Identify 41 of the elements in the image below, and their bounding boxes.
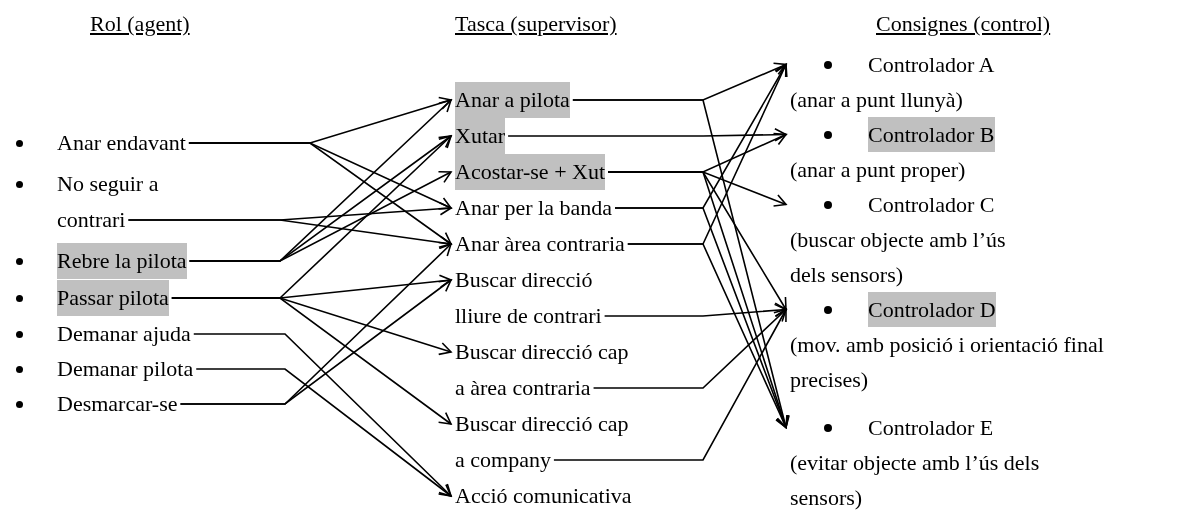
arrow xyxy=(627,243,788,429)
task-item: Anar àrea contraria xyxy=(455,226,625,262)
controller-name: Controlador A xyxy=(868,51,995,79)
controller-name: Controlador E xyxy=(868,414,994,442)
role-item: Demanar ajuda xyxy=(57,316,191,352)
task-item: Buscar direcció cap a company xyxy=(455,406,635,478)
controller-description: (anar a punt llunyà) xyxy=(790,86,964,114)
task-item: Anar a pilota xyxy=(455,82,570,118)
task-item: Acció comunicativa xyxy=(455,478,632,514)
arrow xyxy=(507,127,787,142)
task-item: Acostar-se + Xut xyxy=(455,154,606,190)
column-heading: Rol (agent) xyxy=(90,10,190,38)
role-item: Demanar pilota xyxy=(57,351,194,387)
arrow xyxy=(188,142,452,245)
arrow xyxy=(171,297,452,425)
controller-name: Controlador D xyxy=(868,292,996,327)
arrow xyxy=(188,170,452,262)
controller-description: (mov. amb posició i orientació final precises) xyxy=(790,331,1105,394)
arrow xyxy=(195,368,452,497)
controller-description: (buscar objecte amb l’ús dels sensors) xyxy=(790,226,1007,289)
controller-name: Controlador C xyxy=(868,191,995,219)
task-item: Anar per la banda xyxy=(455,190,612,226)
arrow xyxy=(553,308,787,461)
arrow xyxy=(192,333,452,497)
task-item: Buscar direcció cap a àrea contraria xyxy=(455,334,635,406)
controller-name: Controlador B xyxy=(868,117,995,152)
column-heading: Tasca (supervisor) xyxy=(455,10,617,38)
arrow xyxy=(603,303,787,318)
role-item: Anar endavant xyxy=(57,125,186,161)
controller-description: (evitar objecte amb l’ús dels sensors) xyxy=(790,449,1041,512)
task-item: Xutar xyxy=(455,118,506,154)
role-item: No seguir a contrari xyxy=(57,166,227,238)
arrow xyxy=(127,219,452,250)
role-item: Rebre la pilota xyxy=(57,243,187,279)
task-item: Buscar direcció lliure de contrari xyxy=(455,262,635,334)
role-item: Passar pilota xyxy=(57,280,169,316)
role-item: Desmarcar-se xyxy=(57,386,178,422)
arrow xyxy=(179,279,452,405)
controller-description: (anar a punt proper) xyxy=(790,156,967,184)
column-heading: Consignes (control) xyxy=(876,10,1051,38)
arrow xyxy=(592,308,787,389)
